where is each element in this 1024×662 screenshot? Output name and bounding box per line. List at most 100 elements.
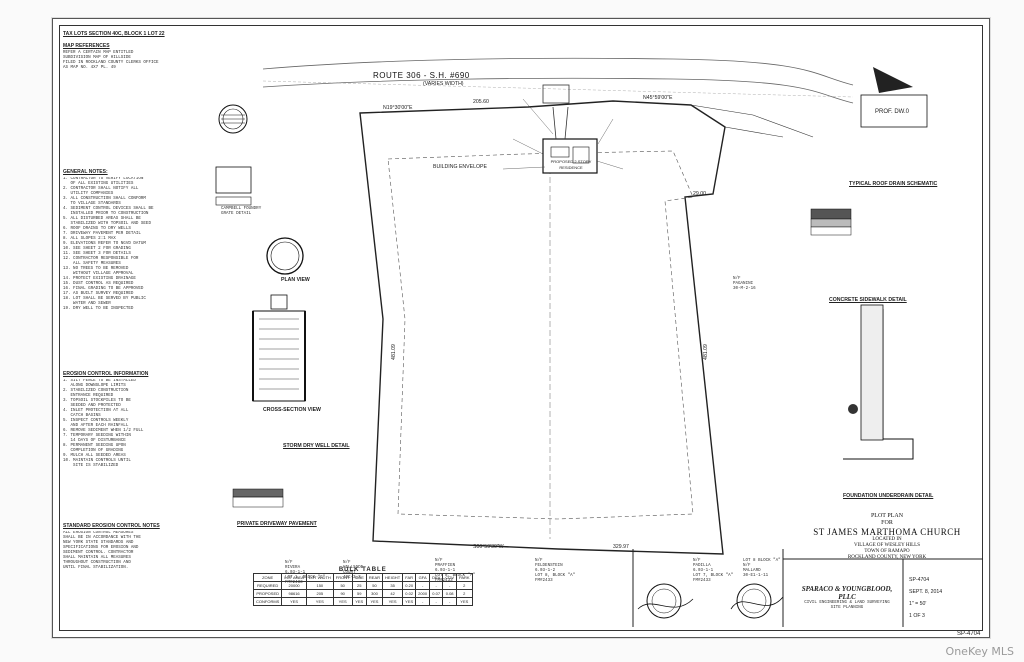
bulk-table-cell: 20000 xyxy=(281,581,307,590)
pavement-section xyxy=(232,488,284,498)
bulk-table-cell: 0.07 xyxy=(429,589,444,598)
bulk-table-cell: YES xyxy=(281,597,307,606)
north-arrow xyxy=(873,67,913,93)
ls-seal xyxy=(736,583,772,619)
neighbor-right: N/F PAGANINI 30-M-2-16 xyxy=(733,277,756,291)
sheet-number: SP-4704 xyxy=(909,577,930,583)
bulk-table-cell: 2 xyxy=(455,581,473,590)
bulk-table-cell: 2 xyxy=(455,589,473,598)
dist-top: 205.60 xyxy=(473,99,489,105)
client-name: ST JAMES MARTHOMA CHURCH xyxy=(813,527,961,537)
bulk-table-cell: - xyxy=(442,597,457,606)
property-boundary xyxy=(359,100,726,555)
bulk-table-cell: 25 xyxy=(351,581,367,590)
dist-left: 481.09 xyxy=(390,344,397,360)
bulk-table-cell: SIDE xyxy=(351,573,367,582)
map-references-text: REFER A CERTAIN MAP ENTITLED SUBDIVISION… xyxy=(63,51,159,70)
bulk-table-cell: 2000 xyxy=(415,589,431,598)
bulk-table-cell: 0.08 xyxy=(442,589,457,598)
bulk-table-title: BULK TABLE xyxy=(338,567,387,573)
bulk-table-cell: FAR xyxy=(402,573,417,582)
drywell-section xyxy=(252,310,306,402)
bulk-table-cell: DEV xyxy=(429,573,444,582)
drawing-number: SP-4704 xyxy=(957,631,981,637)
residence-footprint xyxy=(542,138,598,174)
bulk-table-cell: 300 xyxy=(365,589,384,598)
plan-sheet: TAX LOTS SECTION 40C, BLOCK 1 LOT 22 MAP… xyxy=(52,18,990,638)
building-envelope xyxy=(387,150,694,520)
prof-box xyxy=(860,94,928,128)
map-references-heading: MAP REFERENCES xyxy=(63,43,110,49)
residence-label: PROPOSED 2 STORY RESIDENCE xyxy=(550,159,592,170)
bulk-table-cell: 59 xyxy=(351,589,367,598)
pe-seal xyxy=(646,583,682,619)
bulk-table-cell: - xyxy=(429,597,444,606)
bulk-table-cell: YES xyxy=(332,597,353,606)
bulk-table-cell: 98616 xyxy=(281,589,307,598)
plot-plan-label: PLOT PLAN FOR xyxy=(870,513,904,526)
grate-circle xyxy=(218,104,248,134)
general-notes-text: 1. CONTRACTOR TO VERIFY LOCATION OF ALL … xyxy=(63,177,154,311)
dry-well-title: STORM DRY WELL DETAIL xyxy=(283,443,350,449)
bulk-table-cell: YES xyxy=(402,597,417,606)
location-text: LOCATED IN VILLAGE OF WESLEY HILLS TOWN … xyxy=(847,537,927,560)
bulk-table-cell: YES xyxy=(305,597,334,606)
site-plan-drawing xyxy=(215,57,983,627)
title-block: PLOT PLAN FOR ST JAMES MARTHOMA CHURCH L… xyxy=(793,513,981,561)
bulk-table-cell: 50 xyxy=(365,581,384,590)
plan-view-label: PLAN VIEW xyxy=(281,277,310,283)
tax-lot-label: TAX LOTS SECTION 40C, BLOCK 1 LOT 22 xyxy=(63,31,165,37)
bulk-table-cell: 150 xyxy=(305,581,334,590)
dist-right: 481.09 xyxy=(702,344,709,360)
firm-block: SPARACO & YOUNGBLOOD, PLLC CIVIL ENGINEE… xyxy=(793,585,901,611)
bulk-table-cell: 0.02 xyxy=(402,589,417,598)
sheet-border xyxy=(59,25,983,631)
bulk-table-cell: REAR xyxy=(365,573,384,582)
bulk-table-cell: - xyxy=(415,581,431,590)
neighbor-bottom-6: LOT 8 BLOCK "A" N/F MALLARD 30-E1-1-11 xyxy=(743,559,781,578)
foundation-title: FOUNDATION UNDERDRAIN DETAIL xyxy=(843,493,934,499)
bulk-table-cell: - xyxy=(442,581,457,590)
bulk-table-cell: 42 xyxy=(382,589,404,598)
scale-label: 1" = 50' xyxy=(909,601,927,607)
firm-name: SPARACO & YOUNGBLOOD, PLLC xyxy=(801,585,893,601)
general-notes-heading: GENERAL NOTES: xyxy=(63,169,108,175)
bearing-top: N19°30'00"E xyxy=(383,105,413,111)
manhole-circle xyxy=(266,237,304,275)
roof-drain-title: TYPICAL ROOF DRAIN SCHEMATIC xyxy=(849,181,938,187)
bulk-table-cell: YES xyxy=(455,597,473,606)
bulk-table-cell: - xyxy=(429,581,444,590)
sidewalk-title: CONCRETE SIDEWALK DETAIL xyxy=(829,297,907,303)
bulk-table-cell: YES xyxy=(351,597,367,606)
bulk-table-cell: PARK xyxy=(455,573,473,582)
bulk-table-cell: 205 xyxy=(305,589,334,598)
bulk-table-cell: LOT AREA xyxy=(281,573,307,582)
envelope-label: BUILDING ENVELOPE xyxy=(433,164,487,170)
bulk-table-cell: YES xyxy=(382,597,404,606)
road-label: ROUTE 306 - S.H. #690 xyxy=(373,71,470,80)
bulk-table-cell: COV xyxy=(442,573,457,582)
bulk-table-cell: 90 xyxy=(332,589,353,598)
neighbor-bottom-5: N/F PADILLA 6.03-1-1 LOT 7, BLOCK "A" FM… xyxy=(693,559,734,583)
bearing-bottom: S00°59'30"W xyxy=(473,544,504,550)
neighbor-bottom-4: N/F FELDENSTEIN 6.03-1-2 LOT 8, BLOCK "A… xyxy=(535,559,576,583)
std-erosion-text: ALL EROSION CONTROL MEASURES SHALL BE IN… xyxy=(63,531,141,570)
date-label: SEPT. 8, 2014 xyxy=(909,589,943,595)
road-width: (VARIES WIDTH) xyxy=(423,81,464,87)
grate-detail-label: CAMPBELL FOUNDRY GRATE DETAIL xyxy=(221,207,262,216)
cross-section-label: CROSS-SECTION VIEW xyxy=(263,407,321,413)
sheet-count: 1 OF 3 xyxy=(909,613,925,619)
bearing-top-right: N45°59'00"E xyxy=(643,95,673,101)
bulk-table-cell: LOT WIDTH xyxy=(305,573,334,582)
driveway-title: PRIVATE DRIVEWAY PAVEMENT xyxy=(237,521,317,527)
bulk-table-cell: YES xyxy=(365,597,384,606)
bulk-table-cell: 0.20 xyxy=(402,581,417,590)
bulk-table-cell: GFA xyxy=(415,573,431,582)
prof-label: PROF. DW.0 xyxy=(875,109,910,115)
